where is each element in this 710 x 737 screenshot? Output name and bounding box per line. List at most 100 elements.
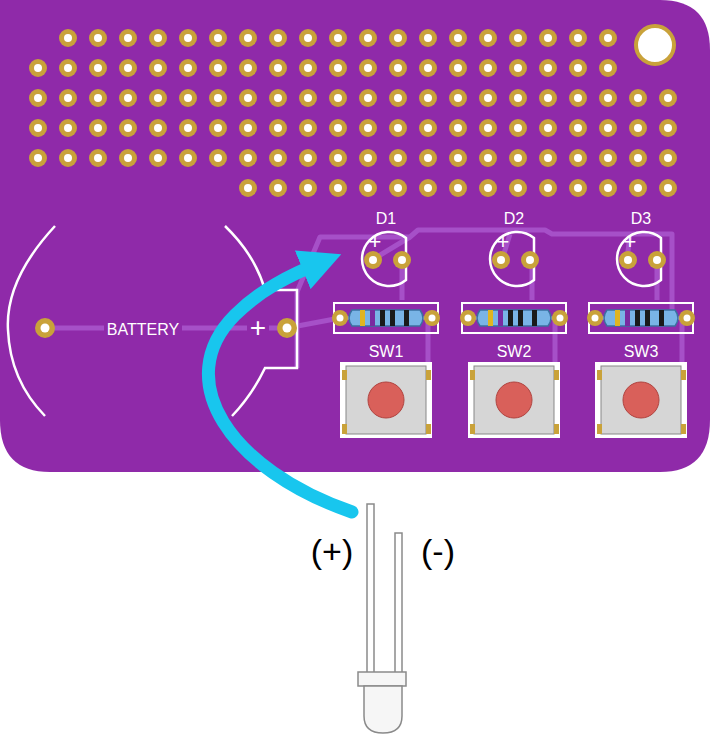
perf-hole bbox=[359, 59, 377, 77]
perf-hole-center bbox=[664, 94, 672, 102]
perf-hole-center bbox=[124, 154, 132, 162]
switch-pin bbox=[470, 370, 475, 380]
switch-pin bbox=[426, 370, 431, 380]
led-pad bbox=[393, 251, 411, 269]
perf-hole bbox=[269, 149, 287, 167]
perf-hole bbox=[239, 59, 257, 77]
led-dome bbox=[364, 686, 402, 733]
resistor-outline bbox=[334, 303, 438, 333]
resistor-symbol bbox=[349, 310, 423, 326]
perf-hole bbox=[269, 29, 287, 47]
perf-hole bbox=[629, 119, 647, 137]
perf-hole-center bbox=[544, 154, 552, 162]
perf-hole-center bbox=[484, 184, 492, 192]
perf-hole bbox=[389, 119, 407, 137]
pad-hole bbox=[429, 315, 436, 322]
perf-hole bbox=[209, 29, 227, 47]
designator: D3 bbox=[631, 210, 651, 228]
perf-hole-center bbox=[64, 124, 72, 132]
resistor-pad bbox=[424, 310, 440, 326]
perf-hole-center bbox=[214, 64, 222, 72]
part-column bbox=[587, 232, 695, 438]
resistor-band bbox=[488, 310, 493, 326]
perf-hole-center bbox=[244, 94, 252, 102]
perf-hole bbox=[59, 119, 77, 137]
resistor-symbol bbox=[477, 310, 551, 326]
switch-button bbox=[623, 382, 659, 418]
perf-hole-center bbox=[364, 94, 372, 102]
perf-hole-center bbox=[274, 184, 282, 192]
perf-hole bbox=[89, 59, 107, 77]
pad-hole bbox=[592, 315, 599, 322]
perf-hole-center bbox=[184, 34, 192, 42]
perf-hole bbox=[119, 89, 137, 107]
perf-hole bbox=[359, 149, 377, 167]
perf-hole bbox=[179, 29, 197, 47]
perf-hole-center bbox=[424, 34, 432, 42]
perf-hole-center bbox=[64, 64, 72, 72]
perf-hole bbox=[329, 59, 347, 77]
perf-hole bbox=[449, 59, 467, 77]
perf-hole bbox=[29, 89, 47, 107]
perf-hole-center bbox=[574, 64, 582, 72]
perf-hole-center bbox=[454, 94, 462, 102]
perf-hole bbox=[419, 119, 437, 137]
perf-hole-center bbox=[394, 184, 402, 192]
polarity-mark: + bbox=[497, 230, 510, 254]
perf-hole bbox=[659, 89, 677, 107]
perf-hole-center bbox=[544, 34, 552, 42]
perf-hole-center bbox=[604, 94, 612, 102]
perf-hole-center bbox=[184, 124, 192, 132]
perf-hole bbox=[539, 179, 557, 197]
perf-hole bbox=[539, 29, 557, 47]
perf-hole-center bbox=[454, 34, 462, 42]
perf-hole bbox=[329, 89, 347, 107]
perf-hole bbox=[149, 119, 167, 137]
pad-hole bbox=[557, 315, 564, 322]
perf-hole bbox=[29, 59, 47, 77]
perf-hole-center bbox=[364, 64, 372, 72]
perf-hole-center bbox=[94, 124, 102, 132]
perf-hole-center bbox=[334, 34, 342, 42]
perf-hole bbox=[209, 59, 227, 77]
perf-hole bbox=[59, 29, 77, 47]
perf-hole-center bbox=[154, 154, 162, 162]
perf-hole-center bbox=[424, 154, 432, 162]
switch-pin bbox=[470, 424, 475, 434]
resistor-band bbox=[508, 310, 513, 326]
led-pad bbox=[521, 251, 539, 269]
resistor-band bbox=[645, 310, 650, 326]
perf-hole bbox=[269, 89, 287, 107]
perf-hole-center bbox=[244, 124, 252, 132]
battery-outline bbox=[8, 226, 55, 416]
perf-hole bbox=[89, 29, 107, 47]
perf-hole bbox=[479, 179, 497, 197]
perf-hole bbox=[479, 59, 497, 77]
perf-hole-center bbox=[514, 154, 522, 162]
perf-hole bbox=[179, 119, 197, 137]
perf-hole-center bbox=[94, 154, 102, 162]
switch-outline bbox=[340, 362, 432, 438]
resistor-pad bbox=[332, 310, 348, 326]
polarity-mark: + bbox=[247, 313, 269, 344]
lead-label: (-) bbox=[421, 533, 455, 570]
switch-pin bbox=[342, 370, 347, 380]
perf-hole-center bbox=[394, 154, 402, 162]
perf-hole bbox=[239, 89, 257, 107]
perf-hole bbox=[149, 29, 167, 47]
perf-hole-center bbox=[454, 154, 462, 162]
perf-hole bbox=[329, 119, 347, 137]
perf-hole-center bbox=[424, 184, 432, 192]
perf-hole bbox=[419, 89, 437, 107]
perf-hole bbox=[269, 119, 287, 137]
designator: SW2 bbox=[497, 343, 532, 361]
perf-hole bbox=[569, 119, 587, 137]
perf-hole bbox=[389, 29, 407, 47]
perf-hole-center bbox=[484, 154, 492, 162]
perf-hole bbox=[539, 119, 557, 137]
resistor-pad bbox=[587, 310, 603, 326]
perf-hole bbox=[89, 119, 107, 137]
perf-hole-center bbox=[274, 34, 282, 42]
pad-hole bbox=[369, 256, 377, 264]
